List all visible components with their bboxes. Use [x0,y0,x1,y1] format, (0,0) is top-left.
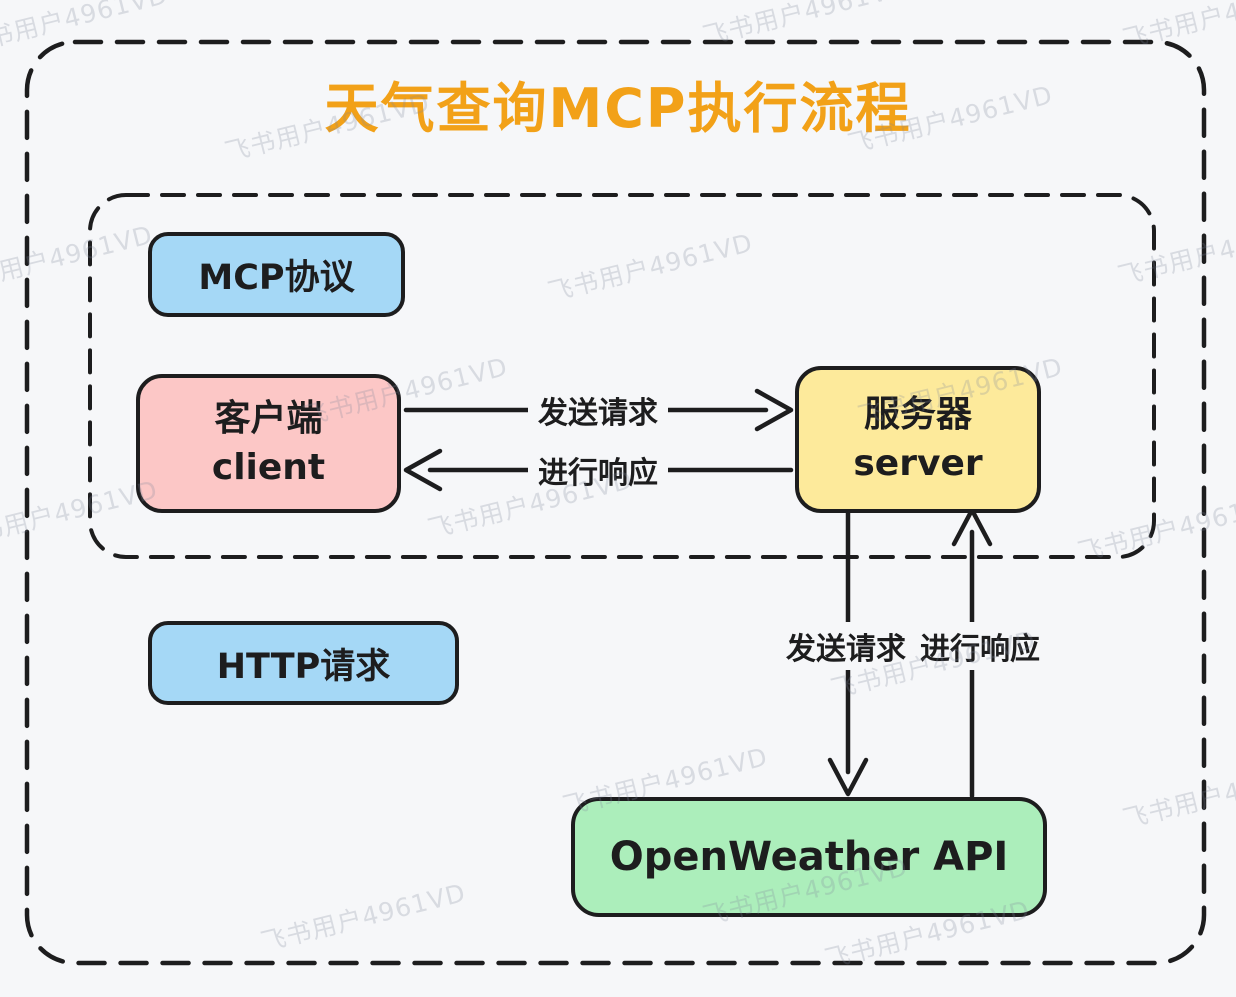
outer-dashed-frame [24,39,1207,966]
node-client-label-zh: 客户端 [214,397,323,439]
node-mcp-protocol: MCP协议 [148,232,405,317]
edge-label-send-request: 发送请求 [528,386,668,434]
node-mcp-protocol-label: MCP协议 [198,258,355,298]
node-http-request: HTTP请求 [148,621,459,705]
node-server-label-en: server [853,442,983,484]
node-client-label-en: client [211,446,326,488]
edge-label-send-request-api: 发送请求 [786,632,906,667]
node-client: 客户端 client [136,374,401,513]
node-openweather-api: OpenWeather API [571,797,1047,917]
edge-label-respond-api: 进行响应 [920,632,1040,667]
inner-dashed-frame [88,193,1156,559]
edge-label-pair-api: 发送请求 进行响应 [778,622,1048,670]
edge-label-respond: 进行响应 [528,446,668,494]
node-server: 服务器 server [795,366,1041,513]
node-openweather-api-label: OpenWeather API [609,834,1009,880]
node-server-label-zh: 服务器 [863,393,972,435]
node-http-request-label: HTTP请求 [216,646,391,687]
diagram-title: 天气查询MCP执行流程 [324,77,912,140]
